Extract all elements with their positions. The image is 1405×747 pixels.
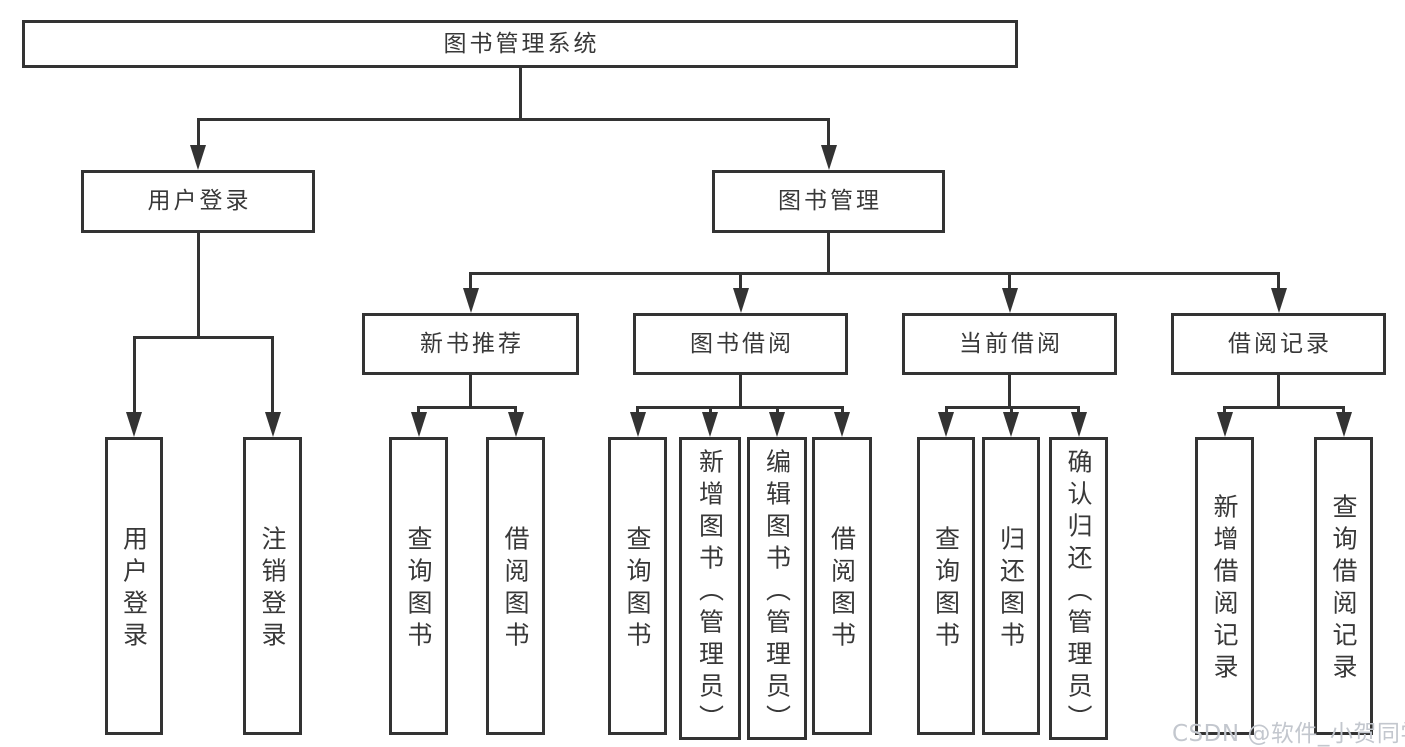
node-cb-return: 归还图书: [982, 437, 1040, 735]
arrow-down-icon: [938, 412, 954, 437]
connector-bus: [196, 118, 830, 121]
node-current-borrow: 当前借阅: [902, 313, 1117, 375]
node-label: 归还图书: [996, 525, 1026, 654]
arrow-down-icon: [507, 412, 524, 437]
node-label: 注销登录: [258, 525, 287, 654]
node-borrow-records: 借阅记录: [1171, 313, 1386, 375]
arrow-down-icon: [702, 412, 718, 437]
connector-drop: [1008, 272, 1011, 295]
arrow-down-icon: [629, 412, 646, 437]
connector-drop: [827, 118, 830, 152]
arrow-down-icon: [732, 288, 749, 313]
node-label: 图书管理系统: [443, 30, 600, 57]
arrow-down-icon: [1070, 412, 1087, 437]
arrow-down-icon: [769, 412, 785, 437]
node-label: 当前借阅: [959, 330, 1063, 357]
arrow-down-icon: [462, 288, 479, 313]
node-label: 新增图书（管理员）: [695, 448, 725, 736]
arrow-down-icon: [264, 412, 281, 437]
node-label: 查询图书: [623, 525, 652, 654]
node-book-mgmt: 图书管理: [712, 170, 945, 233]
connector-stem: [196, 233, 200, 339]
node-label: 图书借阅: [690, 330, 794, 357]
connector-stem: [827, 233, 830, 275]
connector-bus: [132, 336, 274, 339]
connector-bus: [1223, 406, 1345, 409]
connector-stem: [1008, 375, 1011, 409]
arrow-down-icon: [820, 145, 837, 170]
node-bb-edit: 编辑图书（管理员）: [747, 437, 807, 740]
node-br-add: 新增借阅记录: [1195, 437, 1254, 735]
connector-drop: [1277, 272, 1280, 295]
node-label: 用户登录: [147, 188, 252, 214]
node-root: 图书管理系统: [22, 20, 1018, 68]
node-user-login: 用户登录: [81, 170, 315, 233]
connector-bus: [417, 406, 517, 409]
node-cb-query: 查询图书: [917, 437, 975, 735]
connector-stem: [518, 68, 522, 121]
node-label: 查询图书: [931, 525, 961, 654]
node-label: 借阅图书: [501, 525, 530, 654]
arrow-down-icon: [1003, 412, 1019, 437]
connector-drop: [132, 336, 136, 419]
node-br-query: 查询借阅记录: [1314, 437, 1373, 735]
node-label: 借阅记录: [1228, 330, 1332, 357]
node-label: 新增借阅记录: [1210, 493, 1239, 686]
connector-drop: [196, 118, 200, 152]
node-label: 新书推荐: [420, 330, 524, 357]
node-bb-query: 查询图书: [608, 437, 667, 735]
node-label: 借阅图书: [827, 525, 857, 654]
arrow-down-icon: [126, 412, 142, 437]
node-new-book-rec: 新书推荐: [362, 313, 579, 375]
node-bb-borrow: 借阅图书: [812, 437, 872, 735]
arrow-down-icon: [834, 412, 850, 437]
connector-drop: [271, 336, 274, 419]
connector-stem: [739, 375, 742, 409]
node-label: 查询借阅记录: [1329, 493, 1358, 686]
node-label: 编辑图书（管理员）: [762, 448, 792, 736]
connector-drop: [739, 272, 742, 295]
node-rec-borrow: 借阅图书: [486, 437, 545, 735]
arrow-down-icon: [1216, 412, 1233, 437]
node-bb-add: 新增图书（管理员）: [679, 437, 741, 740]
connector-bus: [469, 272, 1280, 275]
node-cb-confirm: 确认归还（管理员）: [1049, 437, 1108, 740]
node-book-borrow: 图书借阅: [633, 313, 848, 375]
node-rec-query: 查询图书: [389, 437, 448, 735]
csdn-watermark: CSDN @软件_小贺同学: [1172, 721, 1405, 747]
arrow-down-icon: [1270, 288, 1287, 313]
node-label: 用户登录: [119, 525, 149, 654]
arrow-down-icon: [190, 145, 206, 170]
arrow-down-icon: [410, 412, 427, 437]
arrow-down-icon: [1335, 412, 1352, 437]
connector-stem: [469, 375, 472, 409]
arrow-down-icon: [1001, 288, 1018, 313]
connector-drop: [469, 272, 472, 295]
node-leaf-logout: 注销登录: [243, 437, 302, 735]
node-label: 图书管理: [778, 188, 882, 214]
node-label: 查询图书: [404, 525, 433, 654]
node-leaf-login: 用户登录: [105, 437, 163, 735]
connector-stem: [1277, 375, 1280, 409]
node-label: 确认归还（管理员）: [1064, 448, 1093, 736]
connector-bus: [636, 406, 844, 409]
